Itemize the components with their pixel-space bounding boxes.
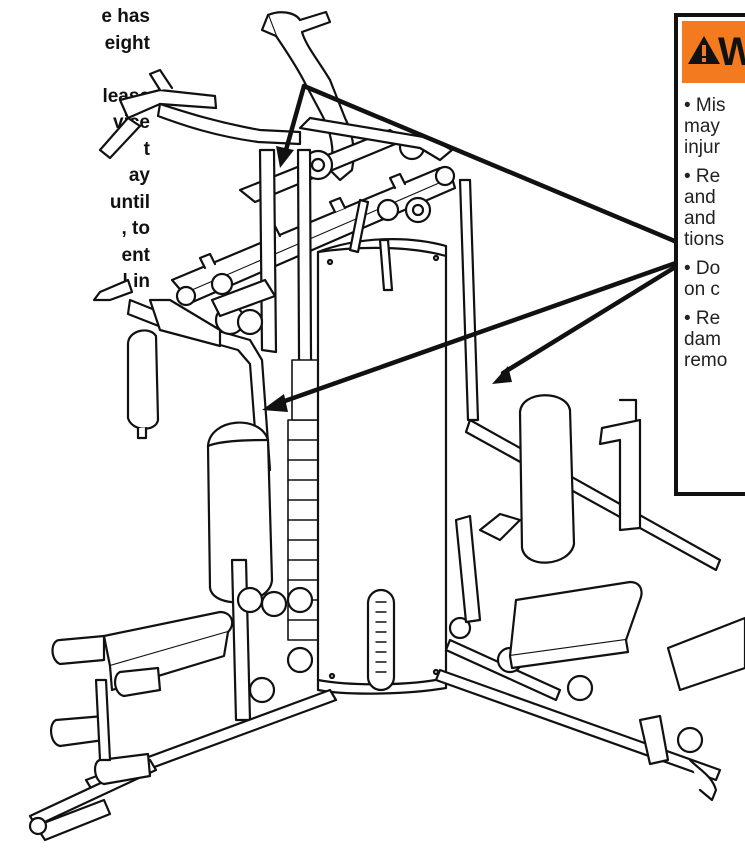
back-pad [206,421,274,604]
warning-line: and [684,187,716,208]
warning-label: W • Mis may injur • Re and and tions • D… [674,13,745,496]
warning-line: dam [684,329,721,350]
warning-line: on c [684,279,720,300]
warning-line: • Mis [684,95,726,116]
warning-title: W [718,30,745,74]
text-line: , to [121,218,151,239]
warning-line: remo [684,350,728,371]
pec-deck-arm [92,272,277,472]
callout-arrows [279,83,699,405]
warning-line: • Do [684,258,721,279]
warning-line: • Re [684,166,721,187]
text-line: until [109,191,150,213]
high-pulley-arm [260,10,355,182]
warning-line: tions [684,229,725,250]
warning-line: may [684,116,720,137]
warning-triangle-icon [688,36,720,64]
text-line: ay [128,165,150,186]
lat-bar [98,68,302,160]
text-line: ent [121,244,151,266]
text-line: t [143,138,150,160]
text-line: e has [101,6,150,27]
warning-line: • Re [684,308,721,329]
rear-cross-beam [238,116,454,204]
warning-body: • Mis may injur • Re and and tions • Do … [684,95,745,371]
warning-header: W [682,21,745,83]
text-line: eight [104,32,150,54]
right-press-station [434,394,745,802]
left-hanging-pad [126,329,160,440]
leg-developer [50,586,314,786]
arrowhead-right-station [492,366,512,384]
warning-line: and [684,208,716,229]
top-pulley-assembly [348,196,432,292]
arrow-heads [262,146,512,412]
weight-shroud [316,238,448,695]
warning-line: injur [684,137,720,158]
arrowhead-pulley [276,146,294,168]
arrowhead-back-pad [262,394,288,412]
